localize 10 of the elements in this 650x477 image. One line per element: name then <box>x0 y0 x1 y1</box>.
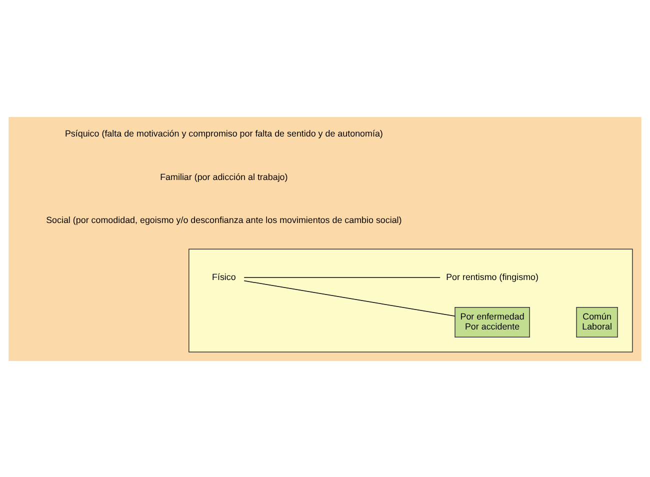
cluster <box>188 248 633 352</box>
node-text: Físico <box>212 271 236 282</box>
connector <box>244 276 440 278</box>
node-text: Por rentismo (fingismo) <box>446 271 538 282</box>
node-box: Por enfermedad Por accidente <box>454 306 530 338</box>
label: Familiar (por adicción al trabajo) <box>160 171 288 182</box>
node-box: Común Laboral <box>576 306 618 338</box>
connector <box>244 280 456 316</box>
label: Psíquico (falta de motivación y compromiso por falta de sentido y de autonomía) <box>64 128 383 138</box>
label: Social (por comodidad, egoismo y/o desconfianza ante los movimientos de cambio social) <box>46 214 402 225</box>
